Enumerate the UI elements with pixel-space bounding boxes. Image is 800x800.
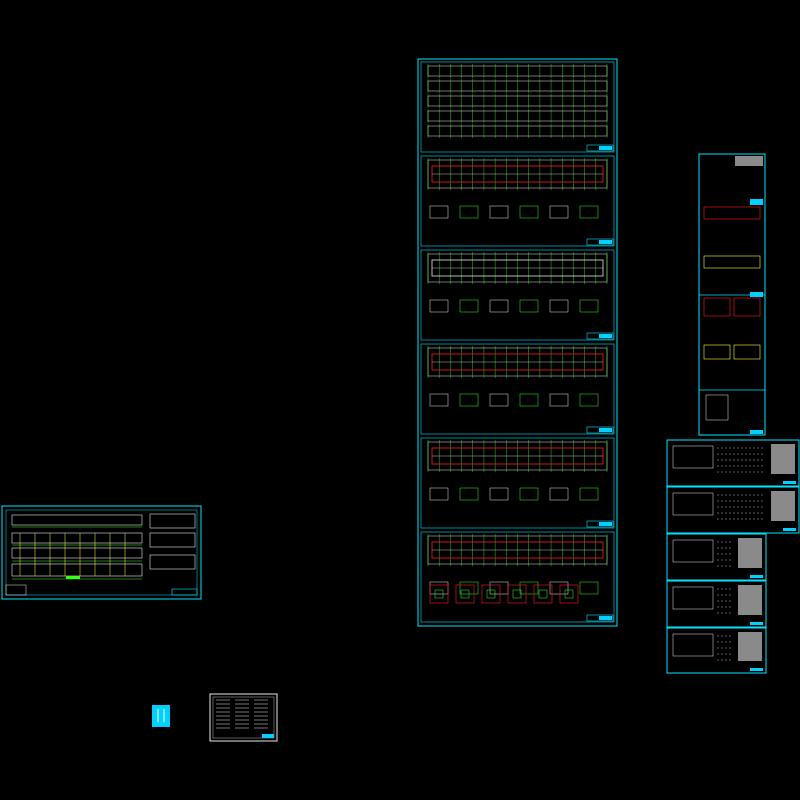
footing-core <box>538 589 548 599</box>
detail-block <box>489 393 509 407</box>
detail-block <box>489 205 509 219</box>
title-block-fill <box>599 616 612 620</box>
detail-block <box>459 205 479 219</box>
sheet-border <box>420 343 615 435</box>
detail-sheet <box>666 580 767 628</box>
footing-core <box>486 589 496 599</box>
title-block-fill <box>750 575 763 578</box>
footing-detail <box>507 584 527 604</box>
detail-sheet <box>666 486 800 534</box>
title-block-fill <box>599 146 612 150</box>
grey-panel <box>738 585 762 615</box>
title-block <box>586 238 614 246</box>
footing-core <box>460 589 470 599</box>
sheet-border <box>420 437 615 529</box>
title-block-fill <box>599 240 612 244</box>
detail-block <box>459 299 479 313</box>
title-block <box>586 426 614 434</box>
detail-block <box>519 487 539 501</box>
plan-block <box>672 492 714 516</box>
sheet-border <box>420 249 615 341</box>
column-sheet <box>420 531 615 623</box>
detail-block <box>549 299 569 313</box>
detail-block <box>429 581 449 595</box>
left-elevation-sheet[interactable] <box>1 505 202 600</box>
detail-sheet <box>666 533 767 581</box>
plan-block <box>672 586 714 610</box>
detail-block <box>549 487 569 501</box>
detail-block <box>429 299 449 313</box>
detail-block <box>579 581 599 595</box>
detail-block <box>459 393 479 407</box>
title-block-fill <box>783 528 796 531</box>
footing-detail <box>481 584 501 604</box>
grey-panel <box>771 491 795 521</box>
title-block <box>586 144 614 152</box>
title-block <box>586 332 614 340</box>
title-block-fill <box>750 622 763 625</box>
sheet-border <box>666 580 767 628</box>
detail-block <box>429 487 449 501</box>
column-sheet <box>420 155 615 247</box>
title-block <box>586 520 614 528</box>
title-block <box>586 614 614 622</box>
footing-core <box>434 589 444 599</box>
sheet-border <box>666 439 800 487</box>
plan-block <box>672 445 714 469</box>
detail-block <box>519 205 539 219</box>
column-outer-frame <box>417 58 618 627</box>
detail-block <box>519 299 539 313</box>
column-sheets[interactable] <box>417 58 618 627</box>
plan-block <box>672 539 714 563</box>
detail-block <box>579 205 599 219</box>
detail-sheet <box>666 627 767 674</box>
right-tall-sheet[interactable] <box>698 153 766 436</box>
right-detail-sheets[interactable] <box>666 439 800 674</box>
footing-detail <box>559 584 579 604</box>
sheet-border <box>666 627 767 674</box>
column-sheet <box>420 343 615 435</box>
column-sheet <box>420 437 615 529</box>
grey-panel <box>738 632 762 661</box>
detail-block <box>549 205 569 219</box>
sheet-border <box>420 61 615 153</box>
column-sheet <box>420 61 615 153</box>
detail-block <box>549 581 569 595</box>
sheet-border <box>420 531 615 623</box>
title-block-fill <box>599 334 612 338</box>
notes-sheet[interactable] <box>209 693 278 742</box>
detail-block <box>489 299 509 313</box>
footing-core <box>512 589 522 599</box>
footing-detail <box>455 584 475 604</box>
sheet-border <box>420 155 615 247</box>
detail-block <box>579 487 599 501</box>
footing-core <box>564 589 574 599</box>
sheet-border <box>666 486 800 534</box>
grey-panel <box>771 444 795 474</box>
detail-block <box>429 393 449 407</box>
plan-block <box>672 633 714 657</box>
column-sheet <box>420 249 615 341</box>
detail-block <box>489 487 509 501</box>
footing-detail <box>429 584 449 604</box>
detail-block <box>489 581 509 595</box>
small-cyan-marker[interactable] <box>152 705 170 727</box>
detail-sheet <box>666 439 800 487</box>
detail-block <box>519 393 539 407</box>
footing-detail <box>533 584 553 604</box>
detail-block <box>549 393 569 407</box>
detail-block <box>459 487 479 501</box>
title-block-fill <box>783 481 796 484</box>
grey-panel <box>738 538 762 568</box>
title-block-fill <box>599 522 612 526</box>
detail-block <box>579 299 599 313</box>
sheet-border <box>666 533 767 581</box>
detail-block <box>429 205 449 219</box>
title-block-fill <box>750 668 763 671</box>
detail-block <box>579 393 599 407</box>
detail-block <box>519 581 539 595</box>
title-block-fill <box>599 428 612 432</box>
